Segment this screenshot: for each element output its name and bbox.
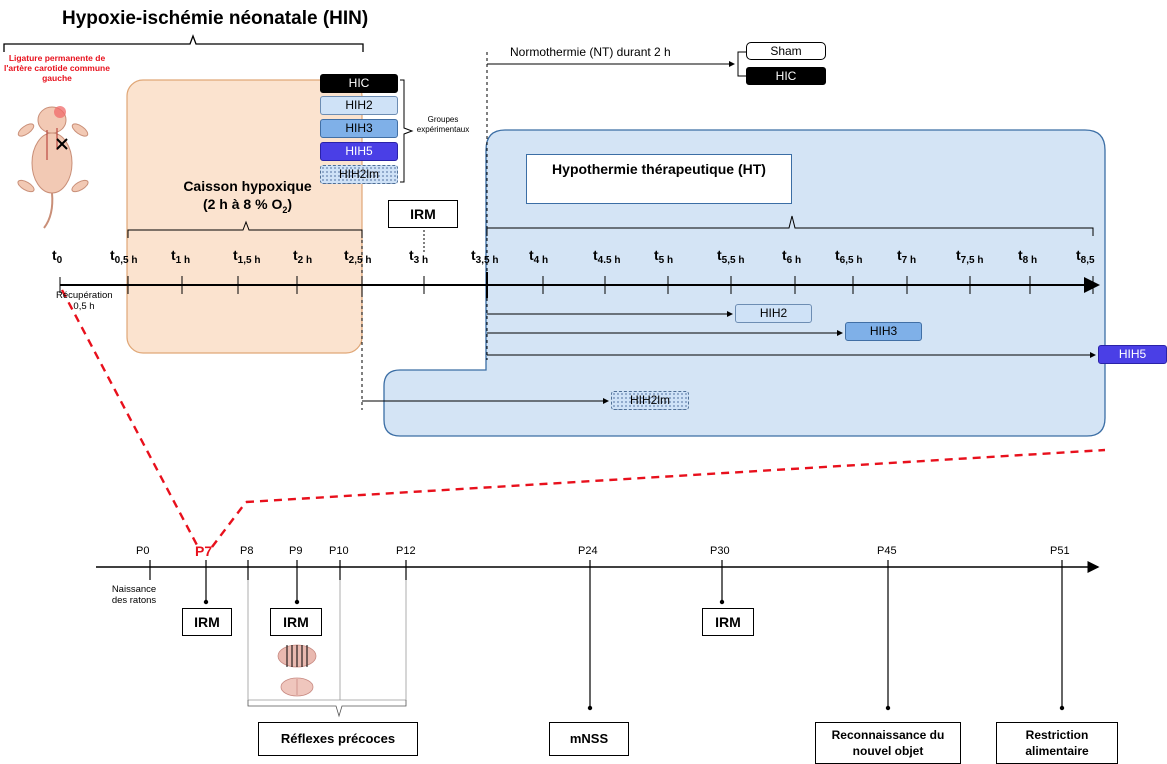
day-p12: P12	[396, 545, 416, 557]
irm-box-p9: IRM	[270, 608, 322, 636]
timepoint-label: t7 h	[897, 247, 917, 266]
caisson-label: Caisson hypoxique (2 h à 8 % O2)	[140, 177, 355, 219]
reflexes-box: Réflexes précoces	[258, 722, 418, 756]
irm-box-top: IRM	[388, 200, 458, 228]
dot-p9	[294, 599, 300, 605]
page-title: Hypoxie-ischémie néonatale (HIN)	[62, 8, 369, 29]
rat-pup-icon	[17, 106, 89, 229]
group-hih3-box: HIH3	[320, 119, 398, 138]
zoom-line-right	[211, 501, 247, 548]
irm-box-p30: IRM	[702, 608, 754, 636]
bottom-axis-ticks	[149, 560, 1063, 708]
group-hic-box: HIC	[320, 74, 398, 93]
caisson-brace	[127, 220, 363, 238]
ht-region	[383, 129, 1106, 437]
ht-label: Hypothermie thérapeutique (HT)	[526, 154, 792, 204]
group-hih2-box: HIH2	[320, 96, 398, 115]
normothermie-label: Normothermie (NT) durant 2 h	[510, 45, 671, 59]
day-p10: P10	[329, 545, 349, 557]
groups-brace	[400, 79, 414, 183]
timepoint-label: t3,5 h	[471, 247, 499, 266]
day-p7: P7	[195, 543, 213, 559]
ht-hih2lm-box: HIH2lm	[611, 391, 689, 410]
irm-box-p7: IRM	[182, 608, 232, 636]
timepoint-label: t6 h	[782, 247, 802, 266]
day-p9: P9	[289, 545, 303, 557]
zoom-line-left	[60, 289, 200, 548]
timepoint-label: t5 h	[654, 247, 674, 266]
reflexes-region	[247, 580, 407, 701]
ht-hih3-box: HIH3	[845, 322, 922, 341]
timepoint-label: t7,5 h	[956, 247, 984, 266]
day-p0: P0	[136, 545, 150, 557]
timepoint-label: t1 h	[171, 247, 191, 266]
hin-brace	[3, 34, 364, 52]
group-hih2lm-box: HIH2lm	[320, 165, 398, 184]
nt-hic-box: HIC	[746, 67, 826, 85]
timepoint-label: t0	[52, 247, 63, 266]
day-p8: P8	[240, 545, 254, 557]
brain-icon	[277, 644, 317, 668]
day-p45: P45	[877, 545, 897, 557]
timepoint-label: t4 h	[529, 247, 549, 266]
caisson-subtitle: (2 h à 8 % O2)	[202, 196, 293, 215]
top-axis-ticks	[127, 276, 1094, 294]
mnss-box: mNSS	[549, 722, 629, 756]
ht-hih2-box: HIH2	[735, 304, 812, 323]
ligature-label: Ligature permanente de l'artère carotide…	[4, 53, 110, 83]
timepoint-label: t8 h	[1018, 247, 1038, 266]
timepoint-label: t2 h	[293, 247, 313, 266]
recuperation-label: Récupération 0,5 h	[56, 290, 113, 312]
dot-p24	[587, 705, 593, 711]
timepoint-label: t3 h	[409, 247, 429, 266]
timepoint-label: t4.5 h	[593, 247, 621, 266]
reflexes-brace	[247, 700, 407, 718]
timepoint-label: t2,5 h	[344, 247, 372, 266]
day-p30: P30	[710, 545, 730, 557]
caisson-title: Caisson hypoxique	[183, 178, 312, 194]
group-hih5-box: HIH5	[320, 142, 398, 161]
naissance-label: Naissance des ratons	[111, 584, 157, 606]
dot-p45	[885, 705, 891, 711]
timepoint-label: t5,5 h	[717, 247, 745, 266]
dot-p7	[203, 599, 209, 605]
timepoint-label: t8,5	[1076, 247, 1095, 266]
zoom-line-right2	[245, 448, 1106, 504]
reconnaissance-box: Reconnaissance du nouvel objet	[815, 722, 961, 764]
timepoint-label: t0,5 h	[110, 247, 138, 266]
timepoint-label: t1,5 h	[233, 247, 261, 266]
groups-label: Groupes expérimentaux	[416, 115, 470, 134]
nt-bracket	[737, 51, 746, 77]
nt-sham-box: Sham	[746, 42, 826, 60]
dot-p30	[719, 599, 725, 605]
brain-slice-icon	[280, 677, 314, 697]
dot-p51	[1059, 705, 1065, 711]
ht-hih5-box: HIH5	[1098, 345, 1167, 364]
day-p51: P51	[1050, 545, 1070, 557]
restriction-box: Restriction alimentaire	[996, 722, 1118, 764]
timepoint-label: t6,5 h	[835, 247, 863, 266]
day-p24: P24	[578, 545, 598, 557]
